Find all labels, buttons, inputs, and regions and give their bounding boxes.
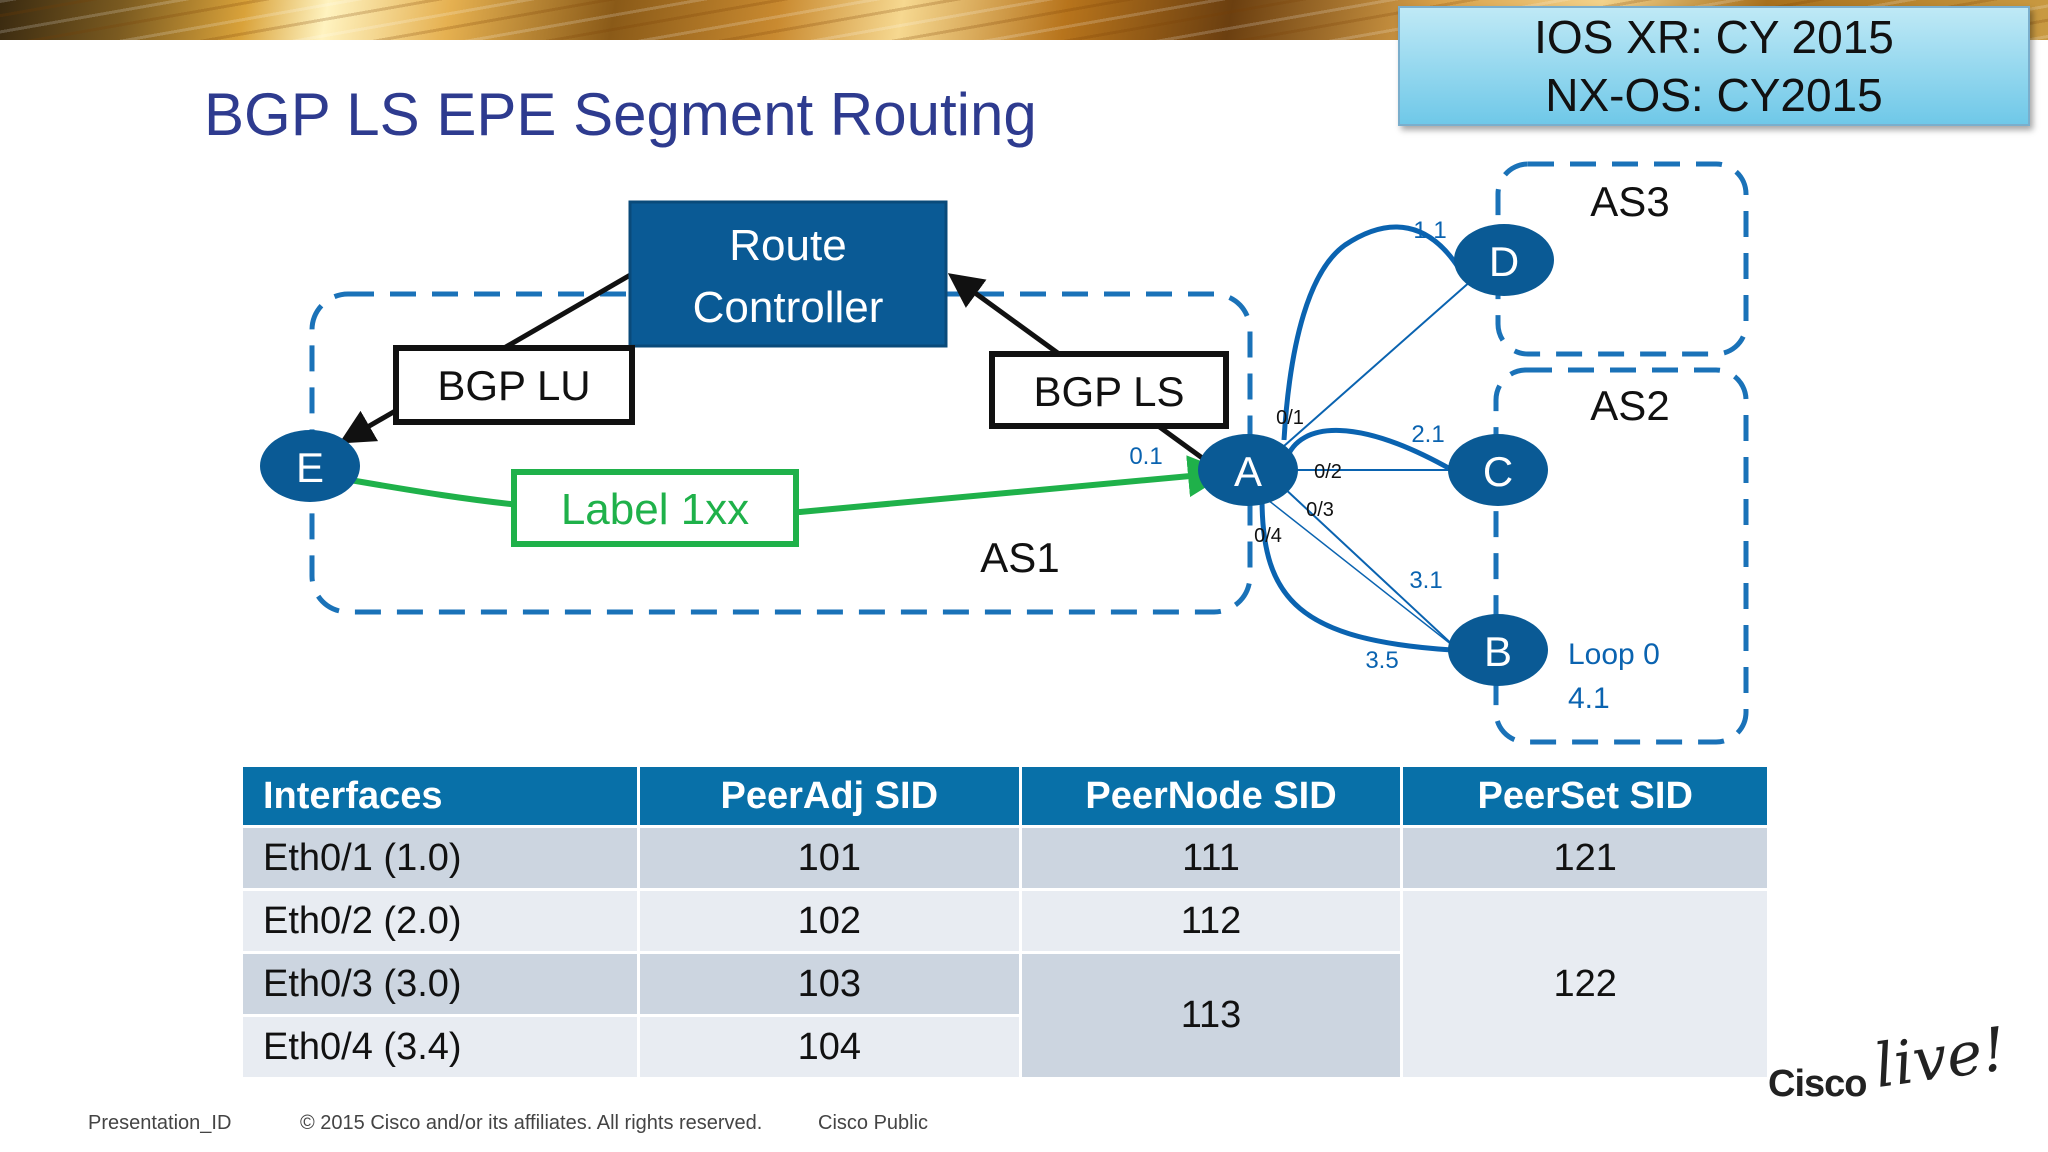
header-peerset-sid: PeerSet SID xyxy=(1403,767,1767,825)
bgp-lu-label: BGP LU xyxy=(437,362,590,409)
as3-label: AS3 xyxy=(1590,178,1669,225)
node-e-label: E xyxy=(296,444,324,491)
addr-b2: 3.5 xyxy=(1365,647,1398,674)
route-controller-box xyxy=(628,200,948,348)
label-1xx-box xyxy=(511,469,799,547)
slide-title: BGP LS EPE Segment Routing xyxy=(204,81,1037,148)
as1-label: AS1 xyxy=(980,534,1059,581)
footer-presentation-id: Presentation_ID xyxy=(88,1112,232,1134)
table-row: Eth0/2 (2.0) 102 112 122 xyxy=(243,891,1767,1077)
interface-0-3: 0/3 xyxy=(1306,499,1334,521)
cell-peer-adj: 102 xyxy=(639,891,1019,951)
cell-peer-adj: 104 xyxy=(639,1017,1019,1077)
loopback-line1: Loop 0 xyxy=(1568,638,1660,671)
node-e xyxy=(260,430,360,502)
interface-0-1: 0/1 xyxy=(1276,407,1304,429)
table-row: Eth0/4 (3.4) 104 xyxy=(243,1017,1767,1077)
node-a-label: A xyxy=(1234,448,1262,495)
bgp-lu-box xyxy=(393,345,635,425)
table-row: Eth0/3 (3.0) 103 113 xyxy=(243,954,1767,1077)
link-a-b-thin xyxy=(1281,485,1457,649)
cell-peer-node: 112 xyxy=(1021,891,1401,951)
route-controller-line2: Controller xyxy=(693,283,884,332)
label-path-e-to-a xyxy=(349,455,1230,516)
addr-d: 1.1 xyxy=(1413,217,1446,244)
os-note-line1: IOS XR: CY 2015 xyxy=(1534,11,1894,63)
interface-0-4: 0/4 xyxy=(1254,525,1282,547)
os-note-line2: NX-OS: CY2015 xyxy=(1545,69,1883,121)
sid-table: Interfaces PeerAdj SID PeerNode SID Peer… xyxy=(240,764,1770,1080)
bgp-ls-box xyxy=(989,351,1229,429)
addr-b1: 3.1 xyxy=(1409,567,1442,594)
node-d-label: D xyxy=(1489,238,1519,285)
bgp-ls-label: BGP LS xyxy=(1034,368,1185,415)
addr-a: 0.1 xyxy=(1129,443,1162,470)
loopback-line2: 4.1 xyxy=(1568,682,1610,715)
cell-peer-node: 113 xyxy=(1021,954,1401,1077)
as2-label: AS2 xyxy=(1590,382,1669,429)
node-d xyxy=(1454,224,1554,296)
addr-c: 2.1 xyxy=(1411,421,1444,448)
cell-peer-set: 122 xyxy=(1403,891,1767,1077)
node-b-label: B xyxy=(1484,628,1512,675)
cell-iface: Eth0/2 (2.0) xyxy=(243,891,637,951)
link-a-b-thick xyxy=(1259,497,1453,653)
header-peeradj-sid: PeerAdj SID xyxy=(639,767,1019,825)
table-row: Eth0/1 (1.0) 101 111 121 xyxy=(243,828,1767,888)
header-peernode-sid: PeerNode SID xyxy=(1021,767,1401,825)
interface-0-2: 0/2 xyxy=(1314,461,1342,483)
node-a xyxy=(1198,434,1298,506)
route-controller-line1: Route xyxy=(729,221,846,270)
footer-classification: Cisco Public xyxy=(818,1112,929,1134)
link-a-d-thin xyxy=(1283,279,1473,447)
os-availability-note: IOS XR: CY 2015 NX-OS: CY2015 xyxy=(1398,6,2030,126)
cell-peer-adj: 103 xyxy=(639,954,1019,1014)
link-a-b-extra xyxy=(1267,499,1453,646)
as3-boundary xyxy=(1495,161,1749,357)
cell-peer-adj: 101 xyxy=(639,828,1019,888)
cell-peer-set: 121 xyxy=(1403,828,1767,888)
node-c xyxy=(1448,434,1548,506)
cisco-live-logo: Cisco live! xyxy=(1768,1014,2011,1120)
cell-iface: Eth0/3 (3.0) xyxy=(243,954,637,1014)
cisco-logo-text: Cisco xyxy=(1768,1063,1867,1105)
cell-peer-node: 111 xyxy=(1021,828,1401,888)
node-b xyxy=(1448,614,1548,686)
cell-iface: Eth0/4 (3.4) xyxy=(243,1017,637,1077)
link-a-d-thick xyxy=(1281,224,1463,441)
cell-iface: Eth0/1 (1.0) xyxy=(243,828,637,888)
table-header-row: Interfaces PeerAdj SID PeerNode SID Peer… xyxy=(243,767,1767,825)
footer-copyright: © 2015 Cisco and/or its affiliates. All … xyxy=(300,1112,763,1134)
label-1xx-text: Label 1xx xyxy=(561,485,749,534)
as2-boundary xyxy=(1493,367,1749,745)
link-a-c-thick xyxy=(1283,427,1454,473)
node-c-label: C xyxy=(1483,448,1513,495)
header-interfaces: Interfaces xyxy=(243,767,637,825)
